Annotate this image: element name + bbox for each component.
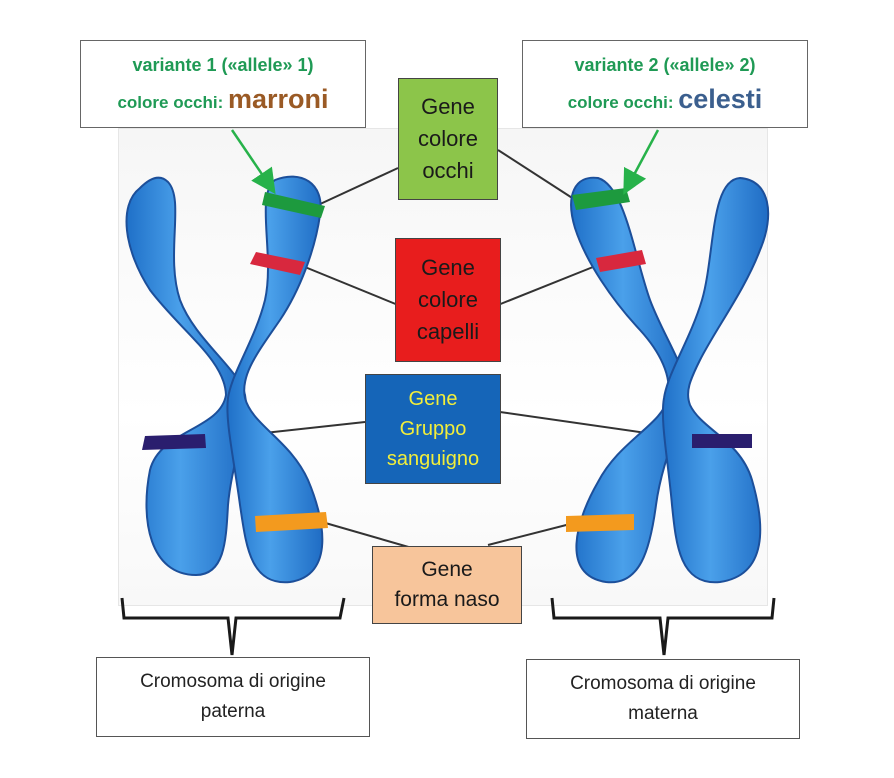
connector-hair-right [497,264,599,306]
chromosome-left-arm-b [226,175,324,584]
gene-eye-line-1: Gene [421,94,475,119]
callout-left-prefix: colore occhi: [117,93,224,112]
gene-nose-line-1: Gene [421,558,473,581]
caption-maternal: Cromosoma di origine materna [526,659,800,739]
brace-left [120,597,346,656]
gene-box-nose-shape: Gene forma naso [372,546,522,624]
chromosome-left-arm-a [125,176,247,577]
callout-left-trait: colore occhi: marroni [117,82,328,120]
connector-hair-left [299,264,399,306]
gene-eye-line-3: occhi [422,158,474,183]
chromosome-right-arm-a [570,176,688,584]
callout-right-variant: variante 2 («allele» 2) [574,55,756,75]
gene-nose-line-2: forma naso [394,588,500,611]
gene-eye-line-2: colore [418,126,478,151]
band-nose-left [255,512,328,532]
callout-right: variante 2 («allele» 2) colore occhi: ce… [522,40,808,128]
band-blood-right [692,434,752,448]
connector-nose-right [487,521,579,546]
caption-paternal-line-1: Cromosoma di origine [140,671,326,692]
callout-left-value: marroni [228,84,329,114]
connector-eye-left [317,167,399,206]
callout-left-variant: variante 1 («allele» 1) [132,55,314,75]
caption-paternal: Cromosoma di origine paterna [96,657,370,737]
brace-right [550,597,776,656]
gene-hair-line-1: Gene [421,255,475,280]
chromosome-left [125,175,328,584]
arrow-left [230,129,276,195]
band-eye-left [262,192,325,218]
band-eye-right [572,188,630,210]
gene-blood-line-1: Gene [408,388,458,410]
caption-maternal-line-1: Cromosoma di origine [570,673,756,694]
band-nose-right [566,514,634,532]
chromosome-right [566,176,770,584]
gene-blood-line-2: Gruppo [399,418,467,440]
gene-blood-line-3: sanguigno [386,448,480,470]
gene-hair-line-3: capelli [416,319,480,344]
gene-box-hair-color: Gene colore capelli [395,238,501,362]
gene-hair-line-2: colore [418,287,478,312]
callout-left: variante 1 («allele» 1) colore occhi: ma… [80,40,366,128]
caption-paternal-line-2: paterna [200,701,266,722]
callout-right-prefix: colore occhi: [567,93,674,112]
arrow-right [623,129,660,195]
band-blood-left [142,434,206,450]
callout-right-value: celesti [678,84,763,114]
band-hair-left [250,252,305,275]
connector-eye-right [497,149,581,204]
connector-nose-left [314,519,413,549]
callout-right-trait: colore occhi: celesti [568,82,763,120]
band-hair-right [596,250,646,272]
chromosome-right-arm-b [661,176,770,584]
gene-box-blood-group: Gene Gruppo sanguigno [365,374,501,484]
gene-box-eye-color: Gene colore occhi [398,78,498,200]
caption-maternal-line-2: materna [628,703,698,724]
